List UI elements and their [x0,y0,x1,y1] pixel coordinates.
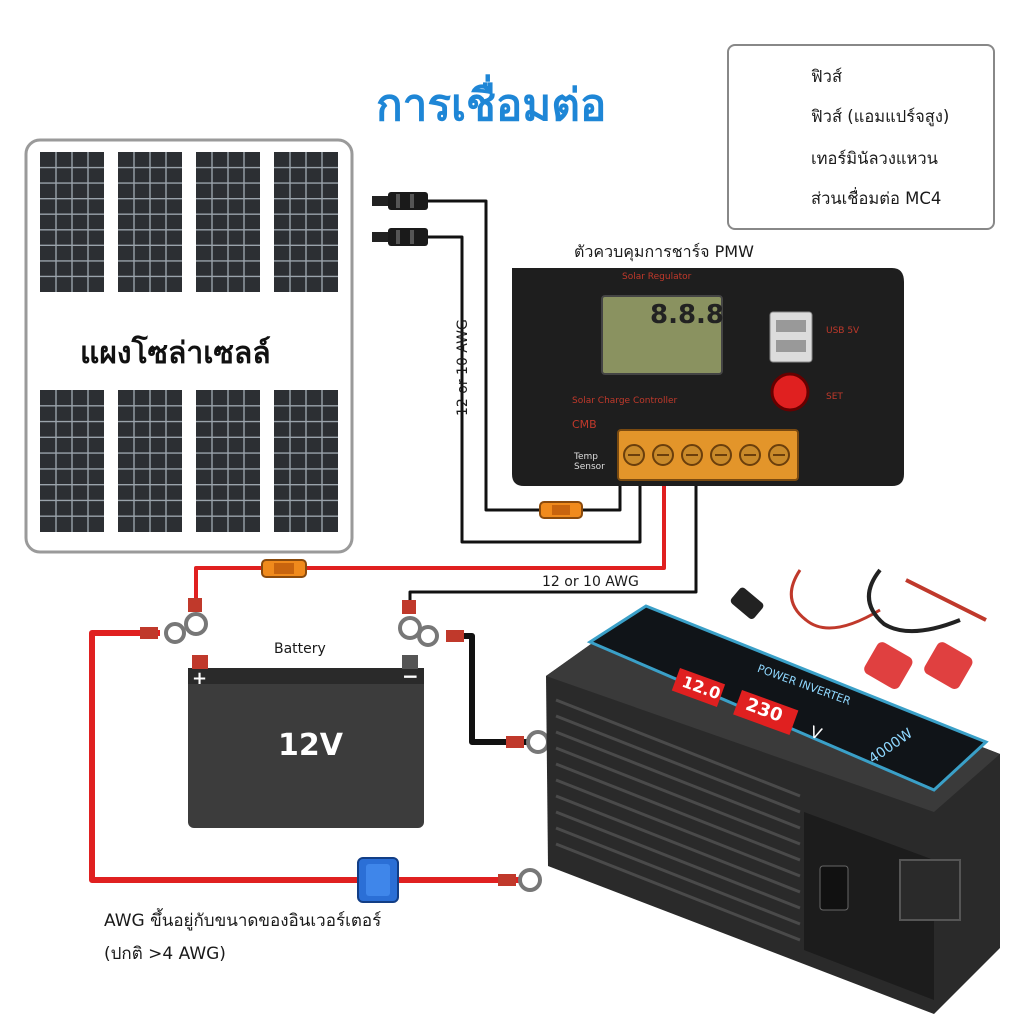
solar-cell-module [118,152,182,292]
battery-label: Battery [274,641,326,657]
controller-label: ตัวควบคุมการชาร์จ PMW [574,242,754,261]
heatsink-fin [555,714,801,814]
heatsink-fin [555,778,801,878]
heatsink-fin [555,842,801,942]
legend-ring-terminal-label: เทอร์มินัลวงแหวน [811,149,938,168]
solar-cell-module [118,390,182,532]
battery [188,655,424,828]
wire-panel-neg [428,199,560,512]
legend-mc4-label: ส่วนเชื่อมต่อ MC4 [811,189,942,208]
solar-cell-module [40,152,104,292]
page-title: การเชื่อมต่อ [376,80,607,131]
awg-vertical-label: 12 or 10 AWG [455,319,471,416]
controller-model: CMB [572,418,597,431]
solar-panel-label: แผงโซล่าเซลล์ [80,336,271,371]
heatsink-fin [555,826,801,926]
controller-display: 8.8.8 [650,300,725,330]
heatsink-fin [555,810,801,910]
power-inverter [546,604,1000,1014]
heatsink-fin [555,794,801,894]
battery-plus: + [192,668,208,689]
solar-cell-module [274,152,338,292]
mc4-connector-top [372,192,428,210]
battery-minus: − [402,664,419,688]
controller-brand-bottom: Solar Charge Controller [572,396,678,406]
legend-high-amp-fuse-label: ฟิวส์ (แอมแปร์จสูง) [811,107,950,126]
awg-horizontal-label: 12 or 10 AWG [542,574,639,590]
legend-box: ฟิวส์ ฟิวส์ (แอมแปร์จสูง) เทอร์มินัลวงแห… [727,44,995,230]
wire-inverter-pos [89,630,358,883]
note-line-2: (ปกติ >4 AWG) [104,944,226,964]
solar-cell-module [196,390,260,532]
wire-battery-neg [408,478,698,610]
solar-cell-module [274,390,338,532]
controller-temp: Temp Sensor [574,452,605,472]
wire-battery-pos [305,478,666,570]
high-amp-fuse [357,857,399,903]
controller-usb: USB 5V [826,326,860,336]
cable-clips [730,568,987,689]
note-line-1: AWG ขึ้นอยู่กับขนาดของอินเวอร์เตอร์ [104,911,382,931]
solar-panel [24,138,354,554]
legend-fuse-label: ฟิวส์ [811,67,843,86]
heatsink-fin [555,698,801,798]
solar-cell-module [196,152,260,292]
controller-brand-top: Solar Regulator [622,272,692,282]
heatsink-fin [555,746,801,846]
fuse-battery [261,559,307,578]
battery-voltage: 12V [278,728,343,763]
heatsink-fin [555,730,801,830]
mc4-connector-bottom [372,228,428,246]
charge-controller [512,268,904,486]
solar-cell-module [40,390,104,532]
heatsink-fin [555,762,801,862]
wire-panel-pos [428,235,642,544]
controller-set: SET [826,392,843,402]
wire-inverter-neg [455,633,528,745]
fuse-panel [539,501,583,519]
